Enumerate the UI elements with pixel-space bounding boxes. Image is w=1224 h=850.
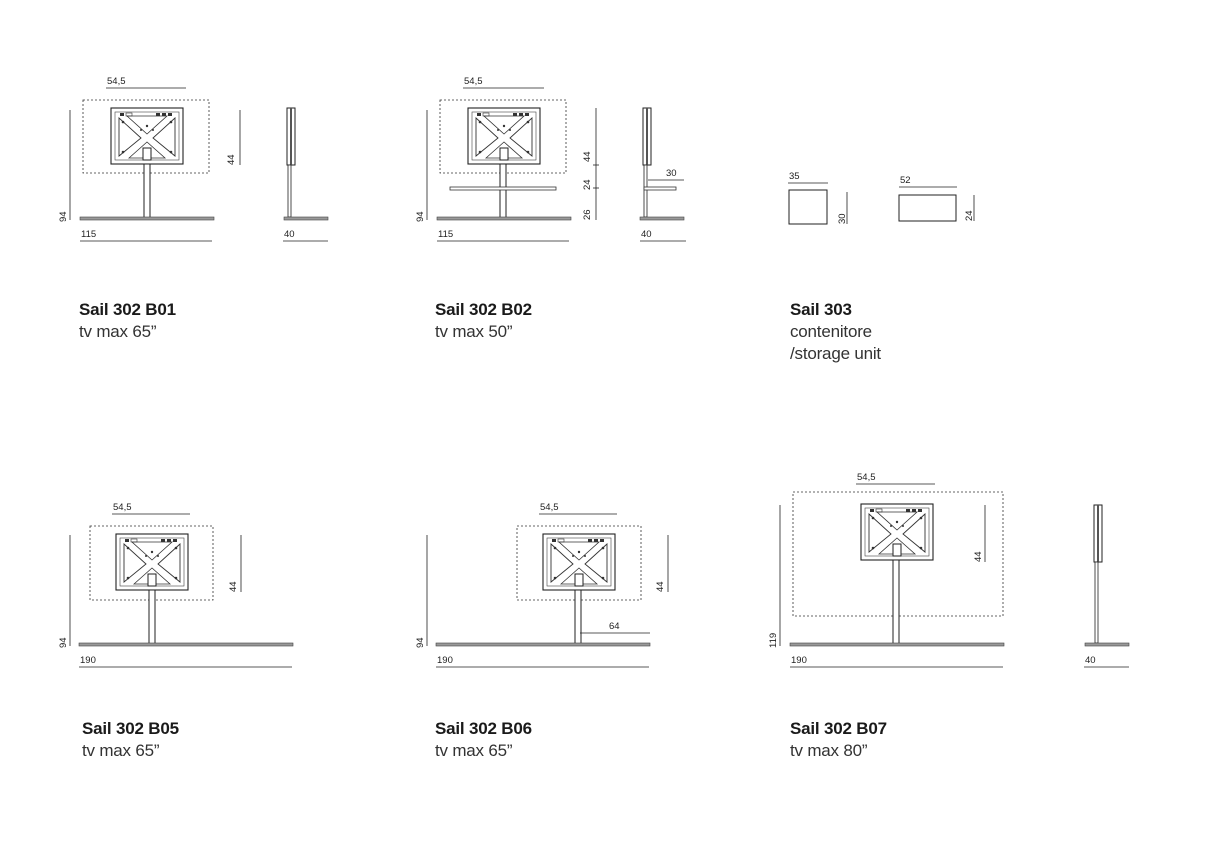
vesa-plate-icon	[110, 107, 184, 165]
dim-plate-b06: 44	[655, 581, 666, 592]
dim-tv-width-b02: 54,5	[464, 76, 483, 87]
dim-plate-b02: 44	[582, 151, 593, 162]
product-subtitle: tv max 80”	[790, 741, 868, 760]
product-subtitle: tv max 65”	[82, 741, 160, 760]
product-subtitle-line-1: contenitore	[790, 322, 872, 341]
caption-b06: Sail 302 B06 tv max 65”	[435, 718, 532, 762]
dim-shelf-gap-b02: 24	[582, 179, 593, 190]
dim-depth-b07: 40	[1085, 655, 1096, 666]
drawing-303: 35 30 52 24	[788, 171, 975, 225]
vesa-plate-icon	[115, 533, 189, 591]
product-name: Sail 302 B06	[435, 719, 532, 738]
dim-base-b01: 115	[81, 229, 96, 240]
vesa-plate-icon	[860, 503, 934, 561]
caption-b05: Sail 302 B05 tv max 65”	[82, 718, 179, 762]
dim-height-b05: 94	[58, 637, 69, 648]
dim-base-b05: 190	[80, 655, 96, 666]
vesa-plate-icon	[467, 107, 541, 165]
dim-plate-b07: 44	[973, 551, 984, 562]
dim-side-width-303: 35	[789, 171, 800, 182]
product-name: Sail 302 B07	[790, 719, 887, 738]
dim-shelf-height-b02: 26	[582, 209, 593, 220]
dim-arm-b06: 64	[609, 621, 620, 632]
product-subtitle-line-2: /storage unit	[790, 344, 881, 363]
dim-height-b01: 94	[58, 211, 69, 222]
caption-b02: Sail 302 B02 tv max 50”	[435, 299, 532, 343]
product-subtitle: tv max 65”	[79, 322, 157, 341]
dim-plate-b01: 44	[226, 154, 237, 165]
dim-tv-width-b01: 54,5	[107, 76, 126, 87]
product-name: Sail 302 B02	[435, 300, 532, 319]
drawing-b06: 54,5 94 44 64 190	[415, 502, 669, 668]
dim-base-b06: 190	[437, 655, 453, 666]
drawing-b07: 54,5 119 44 190 40	[768, 472, 1130, 668]
caption-b01: Sail 302 B01 tv max 65”	[79, 299, 176, 343]
dim-depth-b01: 40	[284, 229, 295, 240]
caption-303: Sail 303 contenitore /storage unit	[790, 299, 881, 365]
vesa-plate-icon	[542, 533, 616, 591]
dim-tv-width-b06: 54,5	[540, 502, 559, 513]
dim-front-height-303: 24	[964, 210, 975, 221]
dim-base-b07: 190	[791, 655, 807, 666]
product-name: Sail 302 B01	[79, 300, 176, 319]
dim-tv-width-b05: 54,5	[113, 502, 132, 513]
dim-plate-b05: 44	[228, 581, 239, 592]
product-name: Sail 303	[790, 300, 852, 319]
dim-tv-width-b07: 54,5	[857, 472, 876, 483]
drawing-b02: 54,5 94 44 24 26 115 30 40	[415, 76, 686, 242]
drawing-b01: 54,5 94 44 115 40	[58, 76, 329, 242]
dim-height-b02: 94	[415, 211, 426, 222]
drawing-b05: 54,5 94 44 190	[58, 502, 294, 668]
product-subtitle: tv max 50”	[435, 322, 513, 341]
dim-shelf-depth-b02: 30	[666, 168, 677, 179]
dim-depth-b02: 40	[641, 229, 652, 240]
product-name: Sail 302 B05	[82, 719, 179, 738]
dim-front-width-303: 52	[900, 175, 911, 186]
dim-base-b02: 115	[438, 229, 453, 240]
dim-height-b07: 119	[768, 633, 779, 648]
caption-b07: Sail 302 B07 tv max 80”	[790, 718, 887, 762]
product-subtitle: tv max 65”	[435, 741, 513, 760]
dim-height-b06: 94	[415, 637, 426, 648]
dim-side-height-303: 30	[837, 213, 848, 224]
